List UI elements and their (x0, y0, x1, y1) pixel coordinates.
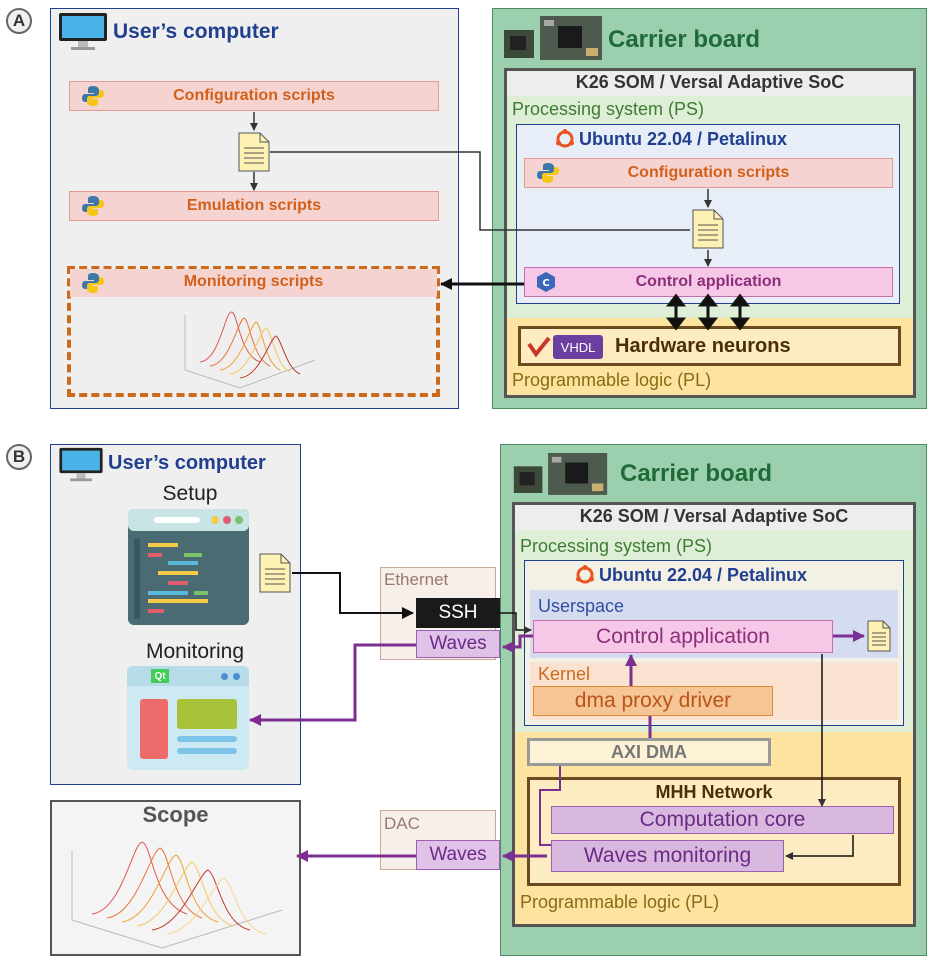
ps-label-b: Processing system (PS) (520, 536, 713, 556)
vivado-icon (527, 336, 551, 358)
config-scripts-box-a: Configuration scripts (69, 81, 439, 111)
setup-label: Setup (162, 482, 218, 505)
document-icon (867, 620, 891, 652)
waves-monitoring-box: Waves monitoring (551, 840, 784, 872)
document-icon (259, 553, 291, 593)
svg-text:C: C (542, 278, 549, 289)
ubuntu-icon (556, 129, 574, 148)
vhdl-badge: VHDL (553, 335, 603, 359)
user-computer-title-a: User’s computer (113, 20, 279, 43)
emulation-scripts-box: Emulation scripts (69, 191, 439, 221)
monitoring-scripts-label: Monitoring scripts (183, 273, 324, 290)
waves-dac-box: Waves (416, 840, 500, 870)
carrier-board-title-a: Carrier board (608, 26, 761, 53)
python-icon (82, 86, 104, 106)
waveform-plot-icon (184, 311, 316, 389)
cpp-icon: C (537, 272, 555, 292)
control-app-label-a: Control application (635, 273, 782, 290)
carrier-board-title-b: Carrier board (620, 460, 773, 487)
control-app-box-b: Control application (533, 620, 833, 653)
ps-label-a: Processing system (PS) (512, 99, 705, 119)
board-photo-icon (504, 16, 602, 60)
waves-eth-box: Waves (416, 630, 500, 658)
scope-title: Scope (142, 802, 209, 827)
som-title-a: K26 SOM / Versal Adaptive SoC (575, 72, 845, 92)
os-title-a: Ubuntu 22.04 / Petalinux (579, 129, 788, 149)
monitoring-scripts-box: Monitoring scripts (70, 269, 437, 297)
config-scripts-label-board: Configuration scripts (627, 164, 790, 181)
mhh-network-label: MHH Network (655, 782, 773, 802)
python-icon (82, 196, 104, 216)
qt-badge: Qt (151, 669, 169, 683)
computation-core-box: Computation core (551, 806, 894, 834)
som-title-b: K26 SOM / Versal Adaptive SoC (579, 506, 849, 526)
ethernet-label: Ethernet (384, 570, 449, 589)
user-computer-title-b: User’s computer (108, 452, 266, 474)
config-scripts-box-board: Configuration scripts (524, 158, 893, 188)
panel-a-label: A (6, 8, 32, 34)
config-scripts-label-a: Configuration scripts (173, 87, 335, 104)
emulation-scripts-label: Emulation scripts (186, 197, 322, 214)
hw-neurons-label: Hardware neurons (615, 335, 791, 357)
scope-box (50, 800, 301, 956)
kernel-label: Kernel (538, 664, 591, 684)
ubuntu-icon (576, 565, 594, 584)
code-editor-icon (128, 509, 249, 625)
qt-window-icon: Qt (127, 666, 249, 770)
dac-label: DAC (384, 814, 420, 833)
python-icon (82, 273, 104, 293)
document-icon (692, 209, 724, 249)
document-icon (238, 132, 270, 172)
userspace-label: Userspace (538, 596, 625, 616)
waveform-plot-icon (71, 841, 283, 949)
python-icon (537, 163, 559, 183)
os-title-b: Ubuntu 22.04 / Petalinux (599, 565, 808, 585)
ssh-box: SSH (416, 598, 500, 628)
control-app-box-a: C Control application (524, 267, 893, 297)
monitor-icon (59, 13, 107, 50)
pl-label-a: Programmable logic (PL) (512, 370, 712, 390)
monitor-icon (59, 447, 103, 482)
pl-label-b: Programmable logic (PL) (520, 892, 720, 912)
axi-dma-box: AXI DMA (527, 738, 771, 766)
dma-driver-box: dma proxy driver (533, 686, 773, 716)
monitoring-dashed-box (67, 266, 440, 397)
board-photo-icon (513, 453, 608, 495)
panel-b-label: B (6, 444, 32, 470)
monitoring-label-b: Monitoring (145, 640, 245, 663)
